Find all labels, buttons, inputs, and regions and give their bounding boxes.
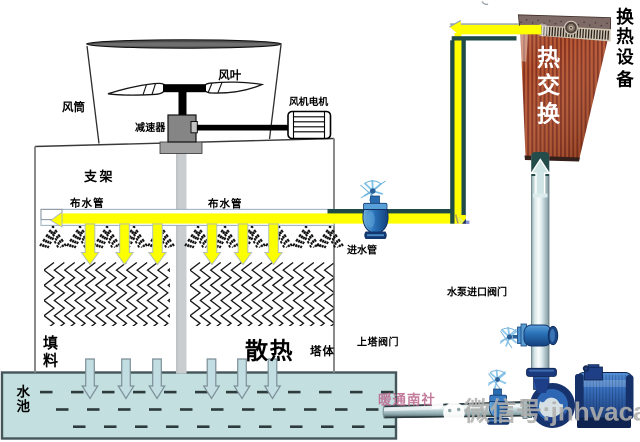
- svg-text:布水管: 布水管: [208, 197, 243, 210]
- svg-text:微信号:jnhvaca: 微信号:jnhvaca: [463, 397, 640, 427]
- svg-text:支架: 支架: [83, 169, 115, 184]
- svg-text:设: 设: [616, 47, 634, 67]
- svg-text:散热: 散热: [245, 338, 294, 364]
- svg-text:风筒: 风筒: [62, 100, 85, 114]
- svg-text:热: 热: [537, 45, 560, 71]
- svg-text:水泵进口阀门: 水泵进口阀门: [446, 286, 507, 299]
- svg-text:水: 水: [17, 383, 31, 399]
- svg-text:暖通南社: 暖通南社: [378, 392, 436, 408]
- svg-text:进水管: 进水管: [347, 244, 377, 257]
- svg-text:换: 换: [616, 7, 634, 27]
- svg-text:塔体: 塔体: [310, 344, 335, 358]
- svg-text:风机电机: 风机电机: [289, 95, 328, 108]
- svg-text:备: 备: [615, 69, 634, 89]
- svg-text:换: 换: [537, 101, 561, 127]
- svg-text:填: 填: [43, 334, 58, 352]
- svg-text:热: 热: [616, 27, 634, 47]
- svg-text:布水管: 布水管: [70, 197, 105, 210]
- svg-text:减速器: 减速器: [135, 121, 166, 134]
- svg-text:交: 交: [537, 72, 560, 98]
- svg-text:池: 池: [17, 398, 31, 414]
- svg-text:风叶: 风叶: [218, 68, 241, 82]
- svg-text:料: 料: [43, 352, 58, 370]
- svg-text:上塔阀门: 上塔阀门: [357, 336, 399, 349]
